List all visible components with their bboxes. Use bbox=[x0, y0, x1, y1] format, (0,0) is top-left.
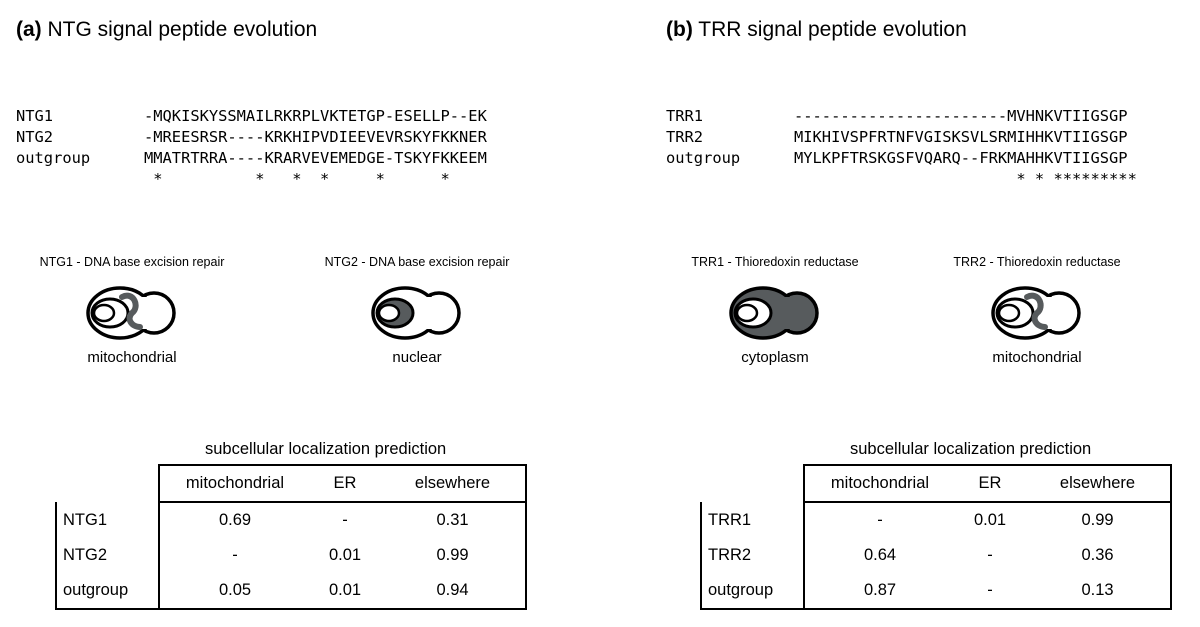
table-cell: 0.01 bbox=[973, 511, 1007, 529]
ntg-alignment: NTG1 -MQKISKYSSMAILRKRPLVKTETGP-ESELLP--E… bbox=[16, 106, 487, 190]
panel-b: (b) TRR signal peptide evolution TRR1---… bbox=[600, 0, 1200, 627]
alignment-sequence: MMATRTRRA----KRARVEVEMEDGE-TSKYFKKEEM bbox=[144, 149, 487, 167]
ntg1-cell: NTG1 - DNA base excision repair mitochon… bbox=[32, 255, 232, 366]
table-cell: 0.94 bbox=[380, 573, 527, 610]
alignment-sequence: -MREESRSR----KRKHIPVDIEEVEVRSKYFKKNER bbox=[144, 128, 487, 146]
column-header: ER bbox=[955, 464, 1025, 503]
alignment-name: NTG1 bbox=[16, 107, 54, 125]
table-cell: 0.31 bbox=[380, 502, 527, 538]
cell-mitochondrial-icon bbox=[86, 286, 176, 340]
table-header-row: mitochondrial ER elsewhere bbox=[701, 464, 1172, 503]
ntg-prediction-table: mitochondrial ER elsewhere NTG1 0.69 - 0… bbox=[55, 464, 527, 610]
panel-b-label: (b) bbox=[666, 18, 693, 41]
alignment-sequence: -----------------------MVHNKVTIIGSGP bbox=[794, 107, 1128, 125]
table-cell: - bbox=[158, 538, 310, 573]
alignment-name: NTG2 bbox=[16, 128, 54, 146]
cell-location: mitochondrial bbox=[87, 349, 177, 366]
table-cell: 0.13 bbox=[1025, 573, 1172, 610]
table-cell: 0.01 bbox=[328, 546, 362, 564]
table-row: NTG2 - 0.01 0.99 bbox=[55, 538, 527, 573]
table-cell: - bbox=[955, 573, 1025, 610]
panel-a: (a) NTG signal peptide evolution NTG1 -MQ… bbox=[16, 18, 527, 610]
alignment-name: outgroup bbox=[666, 149, 741, 167]
column-header: mitochondrial bbox=[803, 464, 955, 503]
table-cell: 0.87 bbox=[803, 573, 955, 610]
row-name: outgroup bbox=[55, 573, 159, 610]
table-cell: 0.36 bbox=[1025, 538, 1172, 573]
alignment-name: outgroup bbox=[16, 149, 91, 167]
ntg2-cell: NTG2 - DNA base excision repair nuclear bbox=[317, 255, 517, 366]
column-header: ER bbox=[310, 464, 380, 503]
cell-caption: TRR2 - Thioredoxin reductase bbox=[953, 255, 1121, 269]
trr1-cell: TRR1 - Thioredoxin reductase cytoplasm bbox=[675, 255, 875, 366]
conservation-markers: * * ********* bbox=[794, 170, 1137, 188]
panel-a-title-text: NTG signal peptide evolution bbox=[47, 18, 318, 41]
column-header: elsewhere bbox=[380, 464, 527, 503]
table-row: TRR2 0.64 - 0.36 bbox=[700, 538, 1172, 573]
cell-caption: NTG2 - DNA base excision repair bbox=[324, 255, 510, 269]
cell-location: cytoplasm bbox=[741, 349, 809, 366]
cell-location: mitochondrial bbox=[992, 349, 1082, 366]
prediction-title: subcellular localization prediction bbox=[205, 440, 447, 458]
alignment-name: TRR1 bbox=[666, 107, 704, 125]
cell-caption: TRR1 - Thioredoxin reductase bbox=[691, 255, 859, 269]
row-name: outgroup bbox=[700, 573, 804, 610]
table-cell: 0.69 bbox=[158, 502, 310, 538]
panel-a-label: (a) bbox=[16, 18, 42, 41]
row-name: NTG1 bbox=[55, 502, 159, 538]
table-row: outgroup 0.87 - 0.13 bbox=[700, 573, 1172, 610]
table-cell: - bbox=[342, 511, 348, 529]
column-header: mitochondrial bbox=[158, 464, 310, 503]
row-name: NTG2 bbox=[55, 538, 159, 573]
table-row: TRR1 - 0.01 0.99 bbox=[700, 502, 1172, 538]
trr-prediction-table: mitochondrial ER elsewhere TRR1 - 0.01 0… bbox=[700, 464, 1172, 610]
table-header-row: mitochondrial ER elsewhere bbox=[56, 464, 527, 503]
table-cell: 0.64 bbox=[803, 538, 955, 573]
prediction-title: subcellular localization prediction bbox=[850, 440, 1092, 458]
row-name: TRR2 bbox=[700, 538, 804, 573]
alignment-name: TRR2 bbox=[666, 128, 704, 146]
table-cell: 0.01 bbox=[310, 573, 380, 610]
alignment-sequence: -MQKISKYSSMAILRKRPLVKTETGP-ESELLP--EK bbox=[144, 107, 487, 125]
trr-alignment: TRR1 -----------------------MVHNKVTIIGSGP… bbox=[666, 106, 1137, 190]
panel-a-title: (a) NTG signal peptide evolution bbox=[16, 18, 317, 42]
alignment-sequence: MYLKPFTRSKGSFVQARQ--FRKMAHHKVTIIGSGP bbox=[794, 149, 1128, 167]
table-cell: - bbox=[987, 546, 993, 564]
cell-caption: NTG1 - DNA base excision repair bbox=[39, 255, 225, 269]
cell-nuclear-icon bbox=[371, 286, 461, 340]
row-name: TRR1 bbox=[700, 502, 804, 538]
table-cell: 0.99 bbox=[1025, 502, 1172, 538]
panel-b-title: (b) TRR signal peptide evolution bbox=[666, 18, 967, 42]
cell-mitochondrial-icon bbox=[991, 286, 1081, 340]
table-cell: - bbox=[803, 502, 955, 538]
table-row: NTG1 0.69 - 0.31 bbox=[55, 502, 527, 538]
column-header: elsewhere bbox=[1025, 464, 1172, 503]
alignment-sequence: MIKHIVSPFRTNFVGISKSVLSRMIHHKVTIIGSGP bbox=[794, 128, 1128, 146]
trr2-cell: TRR2 - Thioredoxin reductase mitochondri… bbox=[937, 255, 1137, 366]
conservation-markers: * * * * * * bbox=[144, 170, 450, 188]
table-row: outgroup 0.05 0.01 0.94 bbox=[55, 573, 527, 610]
cell-cytoplasm-icon bbox=[729, 286, 819, 340]
cell-location: nuclear bbox=[392, 349, 442, 366]
table-cell: 0.99 bbox=[380, 538, 527, 573]
panel-b-title-text: TRR signal peptide evolution bbox=[698, 18, 967, 41]
table-cell: 0.05 bbox=[158, 573, 310, 610]
